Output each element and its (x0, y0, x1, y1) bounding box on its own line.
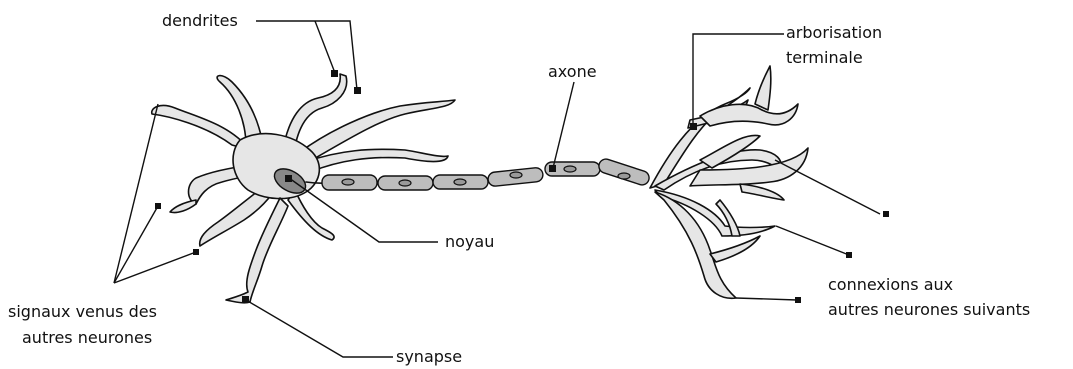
label-signaux-line2: autres neurones (22, 327, 152, 349)
marker-signal-2 (193, 249, 199, 255)
marker-connexion-1 (883, 211, 889, 217)
marker-dendrite-1 (331, 70, 338, 77)
marker-connexion-2 (846, 252, 852, 258)
label-arborisation-line2: terminale (786, 47, 863, 69)
label-connexions-line1: connexions aux (828, 274, 953, 296)
label-axone: axone (548, 61, 597, 83)
terminal-arborization (650, 66, 808, 298)
label-arborisation-line1: arborisation (786, 22, 882, 44)
label-connexions-line2: autres neurones suivants (828, 299, 1030, 321)
axon (306, 157, 651, 190)
marker-connexion-3 (795, 297, 801, 303)
label-signaux-line1: signaux venus des (8, 301, 157, 323)
marker-synapse (242, 296, 249, 303)
marker-noyau (285, 175, 292, 182)
label-synapse: synapse (396, 346, 462, 368)
marker-arborisation (690, 123, 697, 130)
marker-signal-1 (155, 203, 161, 209)
marker-axone (549, 165, 556, 172)
marker-dendrite-2 (354, 87, 361, 94)
label-noyau: noyau (445, 231, 494, 253)
label-dendrites: dendrites (162, 10, 238, 32)
